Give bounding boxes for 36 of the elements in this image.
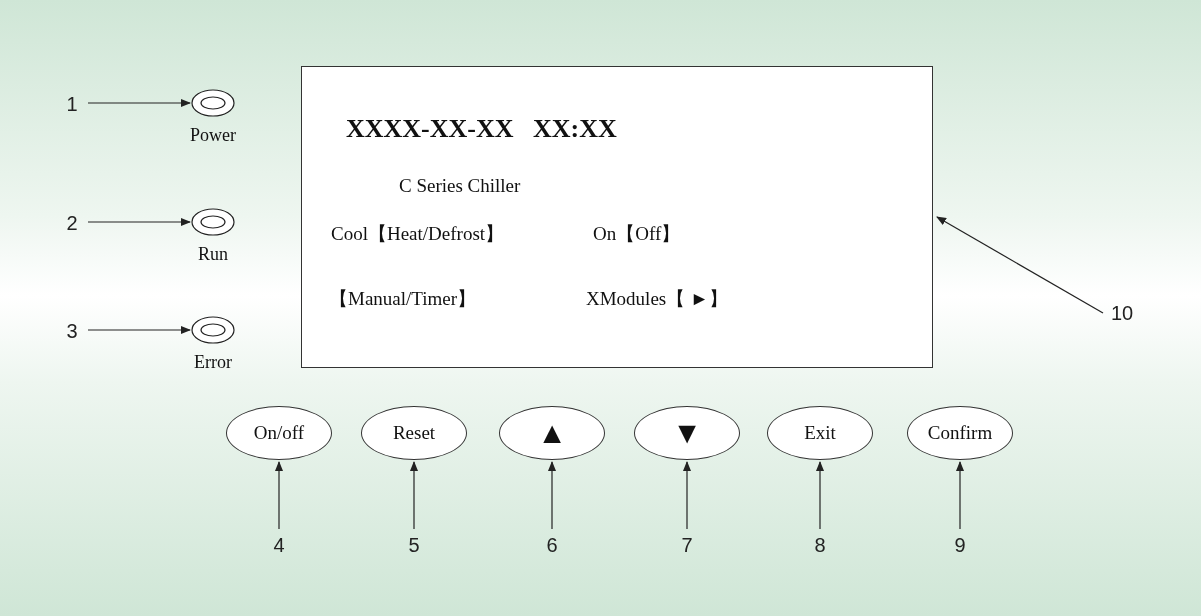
callout-number: 1 (60, 92, 84, 116)
leader-arrow (87, 326, 191, 334)
leader-arrow (87, 99, 191, 107)
callout-number: 7 (676, 533, 698, 557)
leader-arrow (410, 461, 418, 530)
keypad-button: Exit (767, 406, 873, 460)
callout-number: 6 (541, 533, 563, 557)
keypad-button: Confirm (907, 406, 1013, 460)
callout-number: 3 (60, 319, 84, 343)
callout-number: 2 (60, 211, 84, 235)
leader-arrow (956, 461, 964, 530)
leader-arrow (275, 461, 283, 530)
display-text: XModules【 ►】 (586, 287, 728, 311)
display-text: C Series Chiller (399, 174, 521, 198)
leader-arrow (936, 216, 1104, 314)
lcd-screen (301, 66, 933, 368)
keypad-button: On/off (226, 406, 332, 460)
indicator-label: Error (193, 351, 233, 373)
leader-arrow (87, 218, 191, 226)
callout-number: 4 (268, 533, 290, 557)
callout-number: 10 (1105, 301, 1139, 325)
callout-number: 8 (809, 533, 831, 557)
keypad-button: Reset (361, 406, 467, 460)
display-text: Cool【Heat/Defrost】 (331, 222, 505, 246)
display-text: XXXX-XX-XX XX:XX (346, 113, 617, 145)
indicator-label: Power (189, 124, 237, 146)
leader-arrow (683, 461, 691, 530)
leader-arrow (548, 461, 556, 530)
display-text: 【Manual/Timer】 (329, 287, 477, 311)
keypad-button: ▼ (634, 406, 740, 460)
indicator-label: Run (197, 243, 229, 265)
leader-arrow (816, 461, 824, 530)
display-text: On【Off】 (593, 222, 681, 246)
callout-number: 5 (403, 533, 425, 557)
keypad-button: ▲ (499, 406, 605, 460)
callout-number: 9 (949, 533, 971, 557)
